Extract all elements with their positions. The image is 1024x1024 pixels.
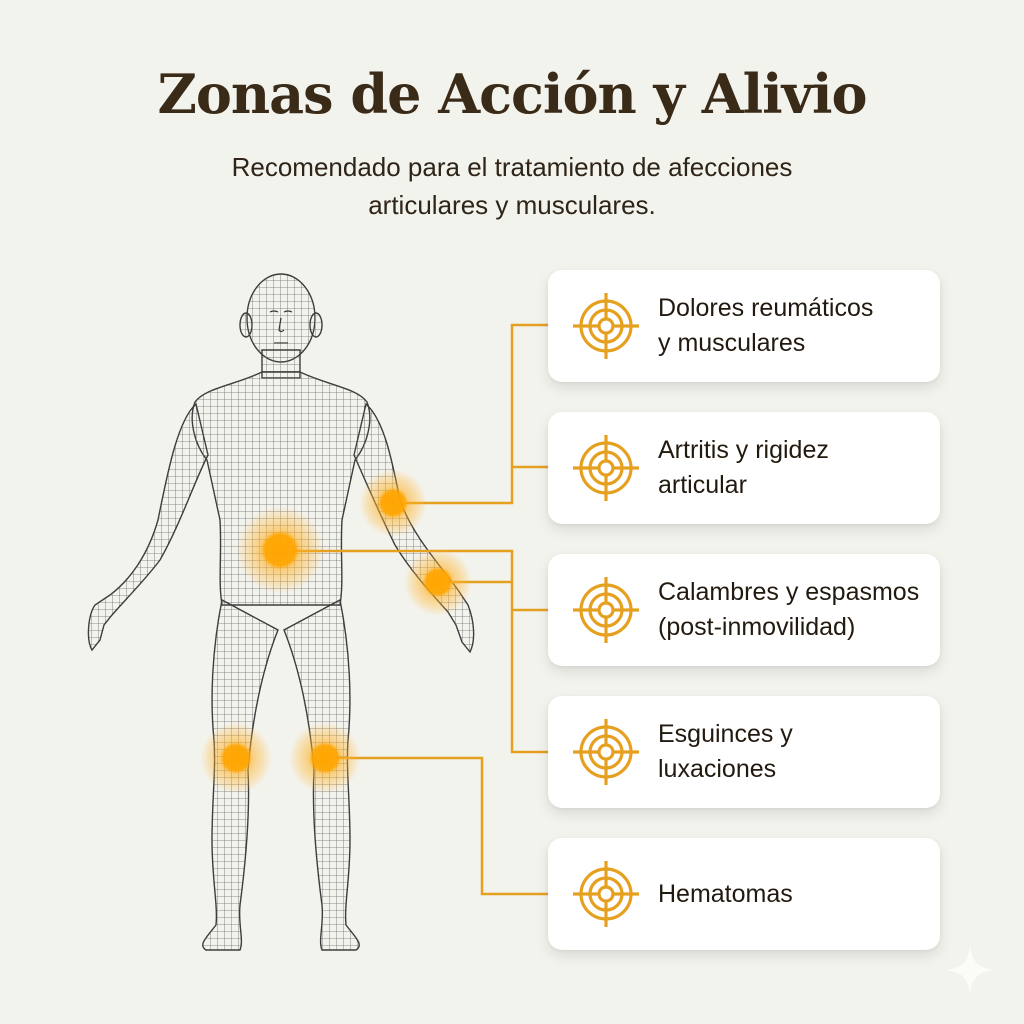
target-icon (573, 861, 639, 927)
target-icon (573, 293, 639, 359)
hotspot-abdomen (236, 506, 324, 594)
subtitle-line-2: articulares y musculares. (368, 190, 656, 220)
card-label: Hematomas (658, 879, 793, 908)
connector-lines (292, 323, 548, 896)
target-icon (573, 435, 639, 501)
target-icon (573, 577, 639, 643)
hotspots (200, 469, 472, 794)
target-icon (573, 719, 639, 785)
card-calambres[interactable]: Calambres y espasmos(post-inmovilidad) (548, 554, 940, 666)
wireframe-body (87, 273, 475, 951)
card-hematomas[interactable]: Hematomas (548, 838, 940, 950)
hotspot-knee-left (289, 722, 361, 794)
page-subtitle: Recomendado para el tratamiento de afecc… (0, 148, 1024, 224)
hotspot-wrist (404, 548, 472, 616)
hotspot-elbow (359, 469, 427, 537)
hotspot-knee-right (200, 722, 272, 794)
sparkle-icon (946, 946, 994, 994)
face-detail (269, 310, 293, 344)
page-title: Zonas de Acción y Alivio (157, 62, 867, 126)
card-label: Calambres y espasmos(post-inmovilidad) (658, 578, 920, 641)
subtitle-line-1: Recomendado para el tratamiento de afecc… (231, 152, 793, 182)
